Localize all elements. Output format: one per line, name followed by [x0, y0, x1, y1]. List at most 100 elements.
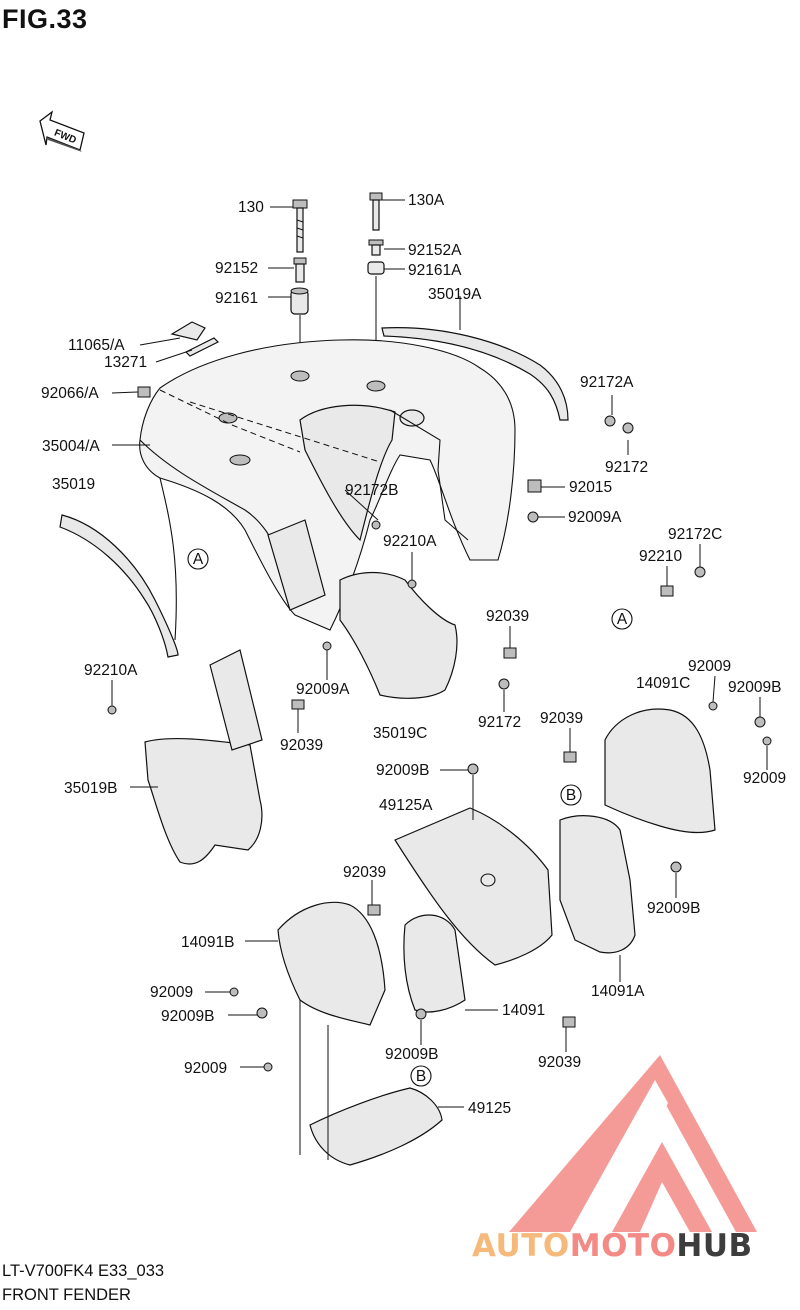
callout-a-left: A	[187, 548, 209, 570]
callout-b-right: B	[560, 784, 582, 806]
screw-92172-top-icon	[622, 422, 634, 434]
bolt-92210-icon	[660, 585, 674, 597]
label-92009a-c: 92009A	[296, 681, 350, 698]
label-92009b-tr: 92009B	[728, 679, 781, 696]
screw-92172b-icon	[371, 520, 381, 530]
label-14091: 14091	[502, 1002, 545, 1019]
label-14091b: 14091B	[181, 934, 234, 951]
rivet-92039-m-icon	[367, 904, 381, 916]
label-14091c: 14091C	[636, 675, 690, 692]
screw-92009b-l-icon	[256, 1007, 268, 1019]
grommet-92161-icon	[290, 287, 309, 315]
screw-92009b-m-icon	[415, 1008, 427, 1020]
screw-92009-r-icon	[762, 736, 772, 746]
label-130: 130	[238, 199, 264, 216]
label-92009a-r: 92009A	[568, 509, 622, 526]
label-92009b-m: 92009B	[385, 1046, 438, 1063]
bracket-14091	[403, 914, 466, 1013]
label-11065a: 11065/A	[68, 337, 125, 354]
screw-92009-l1-icon	[229, 987, 239, 997]
cover-14091c	[604, 708, 716, 834]
figure-title: FIG.33	[2, 4, 88, 34]
front-fender-35004a	[139, 339, 516, 641]
bolt-130-icon	[292, 199, 308, 253]
trim-35019a	[381, 327, 569, 421]
label-92009-l2: 92009	[184, 1060, 227, 1077]
label-92009b-r: 92009B	[647, 900, 700, 917]
nut-92015-icon	[527, 479, 542, 493]
panel-14091a	[559, 815, 636, 954]
label-35019: 35019	[52, 476, 95, 493]
label-49125a: 49125A	[379, 797, 433, 814]
label-92210: 92210	[639, 548, 682, 565]
label-92015: 92015	[569, 479, 612, 496]
inner-panel-35019c	[339, 571, 458, 699]
label-92172-c: 92172	[478, 714, 521, 731]
band-13271-icon	[184, 337, 220, 357]
label-35019a: 35019A	[428, 286, 482, 303]
pad-11065a-icon	[170, 321, 206, 341]
svg-text:B: B	[566, 787, 576, 804]
label-92009b-l: 92009B	[161, 1008, 214, 1025]
label-35019c: 35019C	[373, 725, 427, 742]
label-92161: 92161	[215, 290, 258, 307]
rivet-92039-c-icon	[503, 647, 517, 659]
label-92152: 92152	[215, 260, 258, 277]
label-130a: 130A	[408, 192, 445, 209]
screw-92009b-r-icon	[670, 861, 682, 873]
screw-92172a-icon	[604, 415, 616, 427]
grommet-92161a-icon	[367, 261, 385, 275]
automotohub-logo-icon	[509, 1055, 757, 1232]
label-92039-b: 92039	[538, 1054, 581, 1071]
label-92039-l: 92039	[280, 737, 323, 754]
svg-text:A: A	[193, 551, 204, 568]
label-49125: 49125	[468, 1100, 511, 1117]
callout-b-bottom: B	[410, 1065, 432, 1087]
trim-35019	[59, 514, 179, 658]
label-92172b: 92172B	[345, 482, 398, 499]
collar-92152-icon	[293, 257, 307, 283]
label-35019b: 35019B	[64, 780, 117, 797]
screw-92009-l2-icon	[263, 1062, 273, 1072]
label-92152a: 92152A	[408, 242, 462, 259]
label-92210a-l: 92210A	[84, 662, 138, 679]
svg-text:A: A	[617, 611, 628, 628]
label-92009b-c: 92009B	[376, 762, 429, 779]
bolt-130a-icon	[369, 192, 383, 231]
washer-92210a-l-icon	[107, 705, 117, 715]
label-92039-m: 92039	[343, 864, 386, 881]
plate-49125	[309, 1087, 443, 1166]
label-92009-tr: 92009	[688, 658, 731, 675]
label-92172c: 92172C	[668, 526, 722, 543]
bracket-35019b	[209, 649, 263, 751]
footer-code: LT-V700FK4 E33_033	[2, 1262, 165, 1280]
label-92210a-c: 92210A	[383, 533, 437, 550]
screw-92172c-icon	[694, 566, 706, 578]
label-92066a: 92066/A	[41, 385, 99, 402]
cover-14091b	[277, 901, 386, 1026]
side-panel-35019b	[144, 737, 263, 865]
label-14091a: 14091A	[591, 983, 645, 1000]
screw-92009a-c-icon	[322, 641, 332, 651]
footer-name: FRONT FENDER	[2, 1286, 131, 1304]
svg-text:B: B	[416, 1068, 426, 1085]
screw-92009-tr-icon	[708, 701, 718, 711]
clip-92066a-icon	[137, 386, 151, 398]
callout-a-right: A	[611, 608, 633, 630]
label-13271: 13271	[104, 354, 147, 371]
screw-92009b-tr-icon	[754, 716, 766, 728]
floor-panel-49125a	[394, 807, 553, 966]
screw-92009a-r-icon	[527, 511, 539, 523]
label-92039-c: 92039	[486, 608, 529, 625]
collar-92152a-icon	[368, 239, 384, 256]
rivet-92039-b-icon	[562, 1016, 576, 1028]
screw-92009b-c-icon	[467, 763, 479, 775]
watermark-brand: AUTOMOTOHUB	[472, 1228, 753, 1264]
screw-92172-c-icon	[498, 678, 510, 690]
washer-92210a-c-icon	[407, 579, 417, 589]
label-92009-l1: 92009	[150, 984, 193, 1001]
label-92172a: 92172A	[580, 374, 634, 391]
label-92172-top: 92172	[605, 459, 648, 476]
rivet-92039-l-icon	[291, 699, 305, 710]
label-92039-r: 92039	[540, 710, 583, 727]
